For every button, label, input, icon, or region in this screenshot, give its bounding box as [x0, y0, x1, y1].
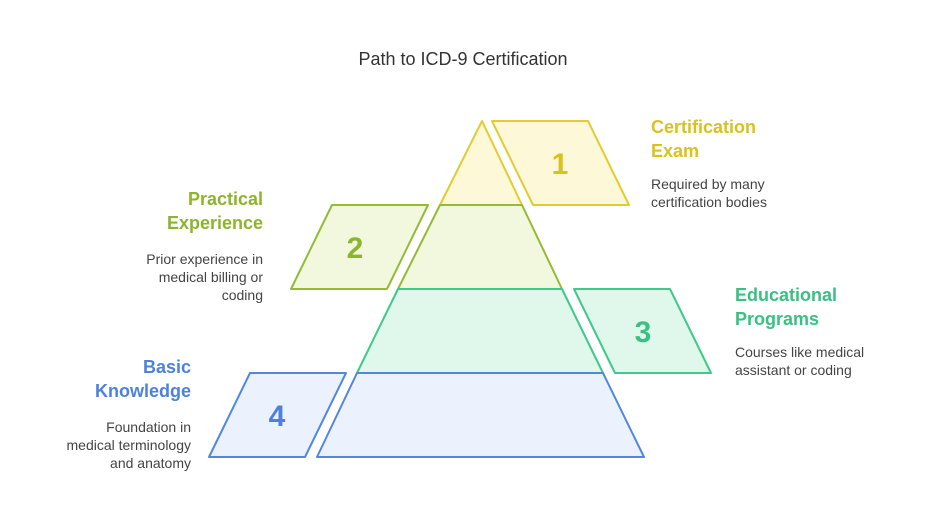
step-3-heading: Educational Programs — [735, 285, 838, 329]
diagram-title: Path to ICD-9 Certification — [358, 49, 568, 69]
step-3-number: 3 — [635, 316, 652, 349]
pyramid-layer-4 — [316, 372, 645, 458]
pyramid-layer-3 — [356, 288, 604, 374]
step-1-heading: Certification Exam — [651, 117, 757, 161]
step-4-description: Foundation in medical terminology and an… — [66, 419, 192, 471]
step-2-number: 2 — [347, 232, 364, 265]
step-4-parallelogram — [208, 372, 347, 458]
step-4-heading: Basic Knowledge — [94, 357, 191, 401]
step-1-description: Required by many certification bodies — [651, 176, 767, 210]
step-1-number: 1 — [552, 148, 569, 181]
step-2-description: Prior experience in medical billing or c… — [146, 251, 263, 303]
step-4-number: 4 — [269, 400, 286, 433]
step-2-parallelogram — [290, 204, 429, 290]
step-3-description: Courses like medical assistant or coding — [735, 344, 865, 378]
step-3-parallelogram — [573, 288, 712, 374]
step-2-heading: Practical Experience — [166, 189, 263, 233]
step-1-parallelogram — [491, 120, 630, 206]
